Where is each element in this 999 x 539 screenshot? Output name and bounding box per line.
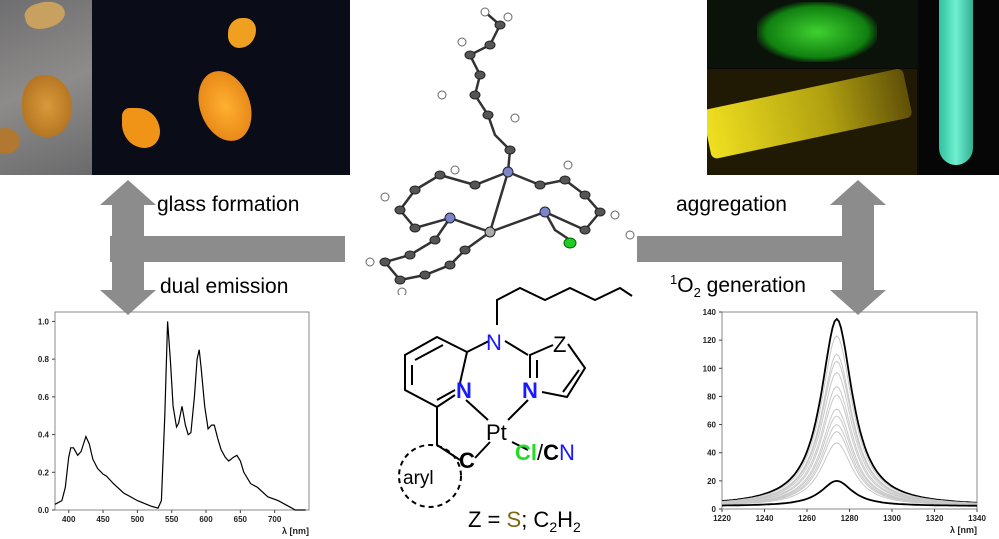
crystal-structure — [365, 7, 635, 295]
x-tick-label: 600 — [199, 515, 213, 524]
y-tick-label: 40 — [707, 449, 716, 458]
x-tick-label: 1220 — [713, 514, 731, 523]
y-tick-label: 80 — [707, 392, 716, 401]
phosphorescence-curve — [721, 317, 978, 504]
x-tick-label: 1300 — [883, 514, 901, 523]
dual-emission-label: dual emission — [160, 275, 289, 298]
x-tick-label: 1340 — [968, 514, 986, 523]
x-axis-label: λ [nm] — [282, 526, 309, 536]
x-tick-label: 550 — [165, 515, 179, 524]
y-tick-label: 0.8 — [38, 355, 50, 364]
glass-formation-label: glass formation — [157, 193, 300, 216]
z-substituent: Z — [553, 332, 566, 357]
y-tick-label: 0 — [712, 505, 717, 514]
x-axis-label: λ [nm] — [950, 525, 977, 535]
phosphorescence-curve — [721, 335, 978, 504]
y-tick-label: 0.0 — [38, 506, 50, 515]
chart-frame — [721, 311, 978, 510]
phosphorescence-curve — [722, 479, 977, 507]
amine-nitrogen: N — [486, 330, 502, 355]
right-down-arrow — [830, 236, 886, 315]
chart-frame — [54, 311, 310, 511]
y-tick-label: 1.0 — [38, 317, 50, 326]
y-tick-label: 0.4 — [38, 431, 50, 440]
x-tick-label: 400 — [62, 515, 76, 524]
phosphorescence-curve — [721, 360, 977, 504]
daylight-photo-panel — [0, 0, 92, 175]
y-tick-label: 60 — [707, 421, 716, 430]
ligand-label: Cl/CN — [515, 440, 575, 465]
left-down-arrow — [100, 236, 156, 315]
aggregation-label: aggregation — [676, 193, 787, 216]
y-tick-label: 0.2 — [38, 468, 50, 477]
x-tick-label: 1280 — [841, 514, 859, 523]
right-horizontal-arrow-bar — [637, 236, 870, 262]
aggregation-photo — [707, 0, 999, 175]
x-tick-label: 650 — [234, 515, 248, 524]
y-tick-label: 120 — [703, 336, 717, 345]
pyridine-nitrogen: N — [456, 378, 472, 403]
y-tick-label: 20 — [707, 477, 716, 486]
left-horizontal-arrow-bar — [110, 236, 345, 262]
z-definition: Z = S; C2H2 — [468, 507, 581, 535]
glass-sample-photo — [0, 0, 350, 175]
singlet-oxygen-label: 1O2 generation — [670, 272, 806, 301]
y-tick-label: 100 — [703, 364, 717, 373]
aryl-label: aryl — [403, 468, 434, 489]
phosphorescence-curve — [721, 442, 977, 506]
y-tick-label: 140 — [703, 308, 717, 317]
x-tick-label: 700 — [268, 515, 282, 524]
x-tick-label: 450 — [96, 515, 110, 524]
y-tick-label: 0.6 — [38, 393, 50, 402]
x-tick-label: 500 — [131, 515, 145, 524]
x-tick-label: 1260 — [798, 514, 816, 523]
phosphorescence-curve — [721, 424, 977, 506]
platinum-atom: Pt — [486, 420, 507, 445]
x-tick-label: 1240 — [756, 514, 774, 523]
carbon-atom: C — [459, 448, 475, 473]
azole-nitrogen: N — [522, 378, 538, 403]
x-tick-label: 1320 — [926, 514, 944, 523]
emission-spectrum-line — [54, 321, 306, 511]
